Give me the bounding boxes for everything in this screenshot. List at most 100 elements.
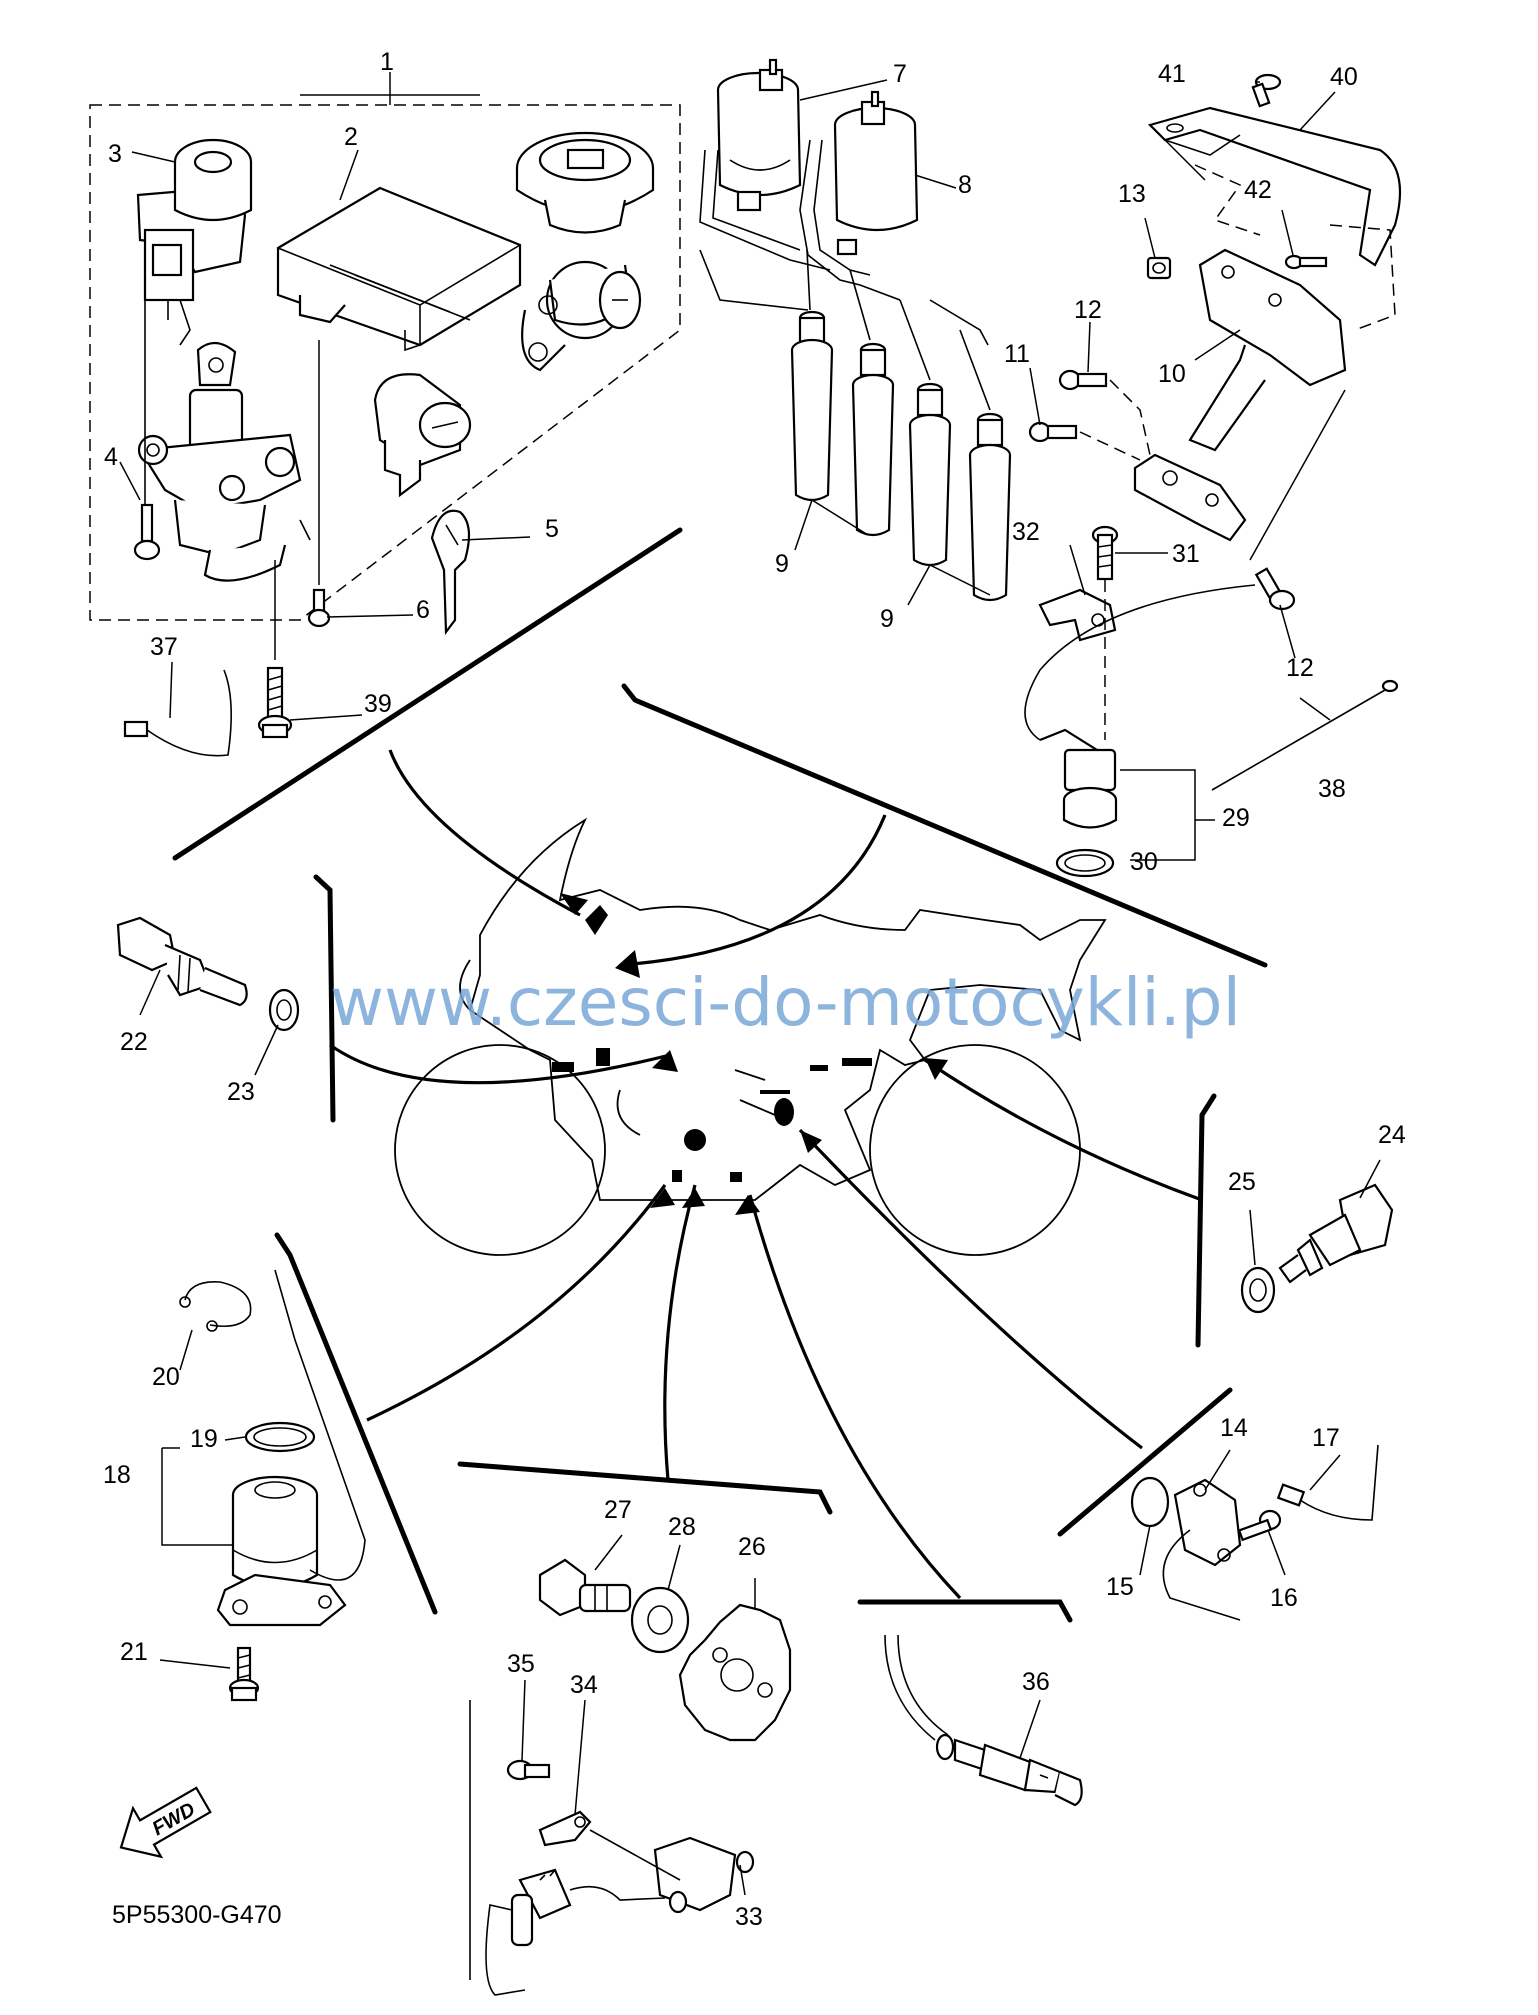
callout-38: 38 bbox=[1318, 775, 1346, 803]
ignition-coil-8[interactable] bbox=[799, 90, 919, 301]
callout-7: 7 bbox=[893, 60, 907, 88]
callout-14: 14 bbox=[1220, 1414, 1248, 1442]
bolt-31[interactable] bbox=[1091, 525, 1119, 581]
clamp-32[interactable] bbox=[1038, 588, 1117, 642]
washer-23[interactable] bbox=[268, 988, 300, 1032]
key-5[interactable] bbox=[430, 509, 471, 636]
bolt-12-upper[interactable] bbox=[1058, 369, 1108, 391]
screw-41[interactable] bbox=[1251, 73, 1282, 108]
solenoid-18[interactable] bbox=[216, 1269, 366, 1627]
callout-labels: 1 2 3 4 5 6 7 8 9 9 10 11 12 12 13 14 15… bbox=[103, 48, 1406, 1931]
ecu-unit[interactable] bbox=[276, 186, 522, 352]
callout-18: 18 bbox=[103, 1461, 131, 1489]
callout-6: 6 bbox=[416, 596, 430, 624]
rotor-26[interactable] bbox=[678, 1603, 792, 1742]
plate-34[interactable] bbox=[538, 1810, 592, 1847]
seat-lock-cylinder[interactable] bbox=[521, 260, 642, 372]
motorcycle-silhouette bbox=[394, 817, 1107, 1256]
callout-23: 23 bbox=[227, 1078, 255, 1106]
callout-36: 36 bbox=[1022, 1668, 1050, 1696]
cable-tie-38[interactable] bbox=[1211, 679, 1399, 791]
leader-29-30 bbox=[1120, 769, 1215, 861]
callout-41: 41 bbox=[1158, 60, 1186, 88]
nut-13[interactable] bbox=[1146, 256, 1172, 280]
bolt-12-lower[interactable] bbox=[1254, 567, 1296, 611]
callout-21: 21 bbox=[120, 1638, 148, 1666]
callout-5: 5 bbox=[545, 515, 559, 543]
callout-19: 19 bbox=[190, 1425, 218, 1453]
screw-6[interactable] bbox=[307, 340, 331, 628]
bracket-10[interactable] bbox=[1133, 248, 1347, 542]
callout-17: 17 bbox=[1312, 1424, 1340, 1452]
callout-15: 15 bbox=[1106, 1573, 1134, 1601]
crank-sensor-29[interactable] bbox=[1024, 580, 1256, 829]
callout-27: 27 bbox=[604, 1496, 632, 1524]
callout-1: 1 bbox=[380, 48, 394, 76]
callout-16: 16 bbox=[1270, 1584, 1298, 1612]
ignition-coil-7[interactable] bbox=[699, 58, 831, 271]
cable-tie-37[interactable] bbox=[123, 669, 232, 757]
callout-3: 3 bbox=[108, 140, 122, 168]
bracket-guides bbox=[1079, 139, 1396, 561]
o-ring-19[interactable] bbox=[244, 1421, 316, 1453]
callout-4: 4 bbox=[104, 443, 118, 471]
callout-40: 40 bbox=[1330, 63, 1358, 91]
bolt-39[interactable] bbox=[257, 560, 293, 739]
callout-34: 34 bbox=[570, 1671, 598, 1699]
screw-4[interactable] bbox=[133, 503, 161, 561]
bolt-11[interactable] bbox=[1028, 421, 1078, 443]
callout-24: 24 bbox=[1378, 1121, 1406, 1149]
leader-lines bbox=[119, 79, 1381, 1896]
screw-35[interactable] bbox=[506, 1759, 551, 1781]
kit-boundary bbox=[89, 72, 681, 621]
gasket-15[interactable] bbox=[1130, 1476, 1170, 1528]
washer-25[interactable] bbox=[1240, 1266, 1276, 1314]
callout-22: 22 bbox=[120, 1028, 148, 1056]
watermark: www.czesci-do-motocykli.pl bbox=[330, 964, 1241, 1041]
callout-10: 10 bbox=[1158, 360, 1186, 388]
bolt-21[interactable] bbox=[228, 1646, 260, 1702]
callout-31: 31 bbox=[1172, 540, 1200, 568]
section-brackets bbox=[172, 527, 1268, 1623]
bolt-27[interactable] bbox=[538, 1558, 632, 1617]
callout-9b: 9 bbox=[880, 605, 894, 633]
callout-39: 39 bbox=[364, 690, 392, 718]
callout-42: 42 bbox=[1244, 176, 1272, 204]
helmet-lock[interactable] bbox=[373, 373, 472, 498]
screw-42[interactable] bbox=[1284, 254, 1328, 270]
circlip-20[interactable] bbox=[179, 1281, 252, 1332]
callout-32: 32 bbox=[1012, 518, 1040, 546]
bolt-16[interactable] bbox=[1237, 1509, 1282, 1542]
callout-2: 2 bbox=[344, 123, 358, 151]
callout-33: 33 bbox=[735, 1903, 763, 1931]
callout-12a: 12 bbox=[1074, 296, 1102, 324]
callout-20: 20 bbox=[152, 1363, 180, 1391]
callout-11: 11 bbox=[1004, 340, 1030, 368]
cable-tie-17[interactable] bbox=[1276, 1444, 1379, 1521]
o-ring-30[interactable] bbox=[1055, 848, 1115, 878]
callout-9a: 9 bbox=[775, 550, 789, 578]
leader-18-19 bbox=[161, 1447, 232, 1546]
fwd-arrow-icon: FWD bbox=[119, 1786, 212, 1859]
temp-sensor-22[interactable] bbox=[116, 916, 248, 1007]
callout-30: 30 bbox=[1130, 848, 1158, 876]
callout-29: 29 bbox=[1222, 804, 1250, 832]
callout-26: 26 bbox=[738, 1533, 766, 1561]
callout-12b: 12 bbox=[1286, 654, 1314, 682]
cover-40[interactable] bbox=[1147, 106, 1402, 267]
speed-sensor-14[interactable] bbox=[1162, 1478, 1242, 1621]
diagram-code: 5P55300-G470 bbox=[112, 1901, 282, 1929]
callout-35: 35 bbox=[507, 1650, 535, 1678]
temp-sensor-24[interactable] bbox=[1278, 1183, 1394, 1284]
plug-cap-set-9[interactable] bbox=[699, 249, 1012, 602]
callout-8: 8 bbox=[958, 171, 972, 199]
washer-28[interactable] bbox=[630, 1586, 690, 1654]
fuel-cap[interactable] bbox=[515, 131, 655, 234]
callout-13: 13 bbox=[1118, 180, 1146, 208]
sensor-33[interactable] bbox=[469, 1700, 755, 1996]
location-markers bbox=[552, 905, 872, 1182]
main-switch-assembly[interactable] bbox=[136, 138, 311, 582]
callout-25: 25 bbox=[1228, 1168, 1256, 1196]
o2-sensor-36[interactable] bbox=[884, 1634, 1083, 1807]
